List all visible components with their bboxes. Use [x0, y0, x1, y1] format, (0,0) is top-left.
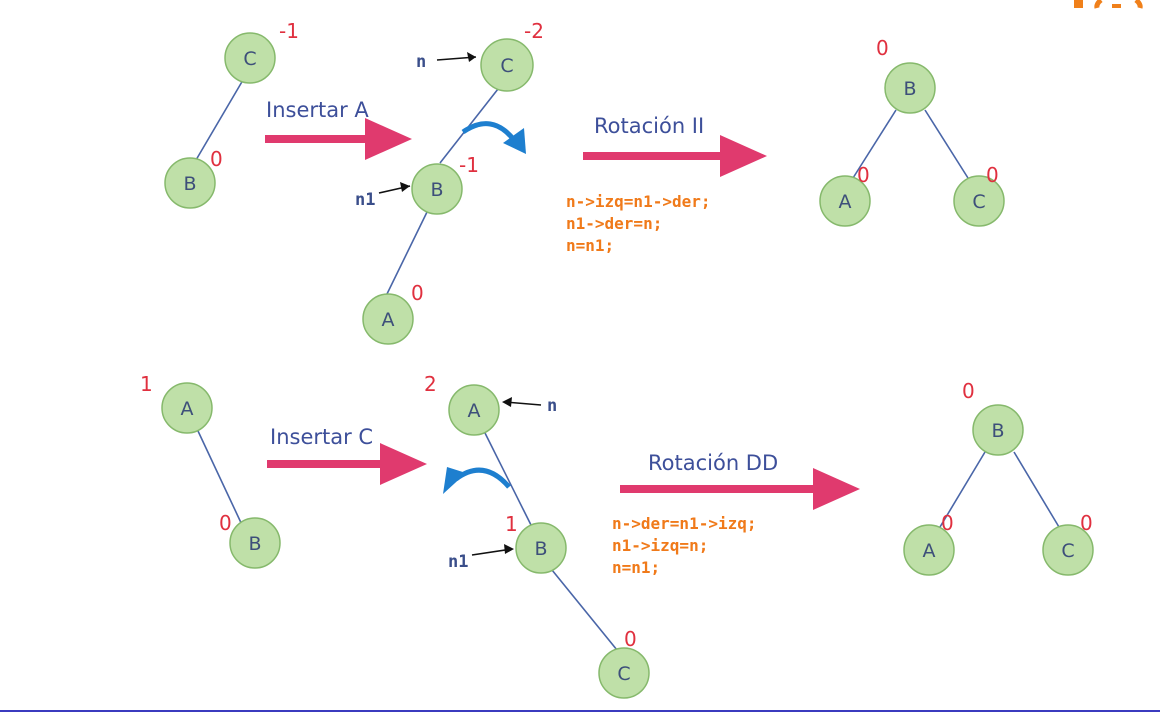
tree-node [362, 293, 414, 345]
tree-node [448, 384, 500, 436]
balance-factor: 0 [624, 627, 637, 651]
edge [551, 569, 618, 651]
rotation-arrow-icon [583, 135, 767, 177]
insert-label: Insertar A [266, 98, 369, 122]
node-label: A [923, 540, 936, 562]
code-line: n->der=n1->izq; [612, 514, 757, 533]
tree-node [164, 157, 216, 209]
pointer-arrowhead [504, 544, 514, 554]
code-line: n->izq=n1->der; [566, 192, 711, 211]
node-label: B [991, 420, 1004, 442]
tree-node [598, 647, 650, 699]
tree-node [884, 62, 936, 114]
balance-factor: 0 [411, 281, 424, 305]
balance-factor: 0 [219, 511, 232, 535]
rotate-right-icon [461, 121, 526, 154]
rotation-arrow-icon [620, 468, 860, 510]
node-label: C [243, 48, 256, 70]
bottom-result-tree: B 0 A 0 C 0 [903, 379, 1094, 576]
node-label: B [903, 78, 916, 100]
balance-factor: 0 [210, 147, 223, 171]
node-label: A [839, 191, 852, 213]
edge [385, 209, 429, 297]
top-initial-tree: C -1 B 0 [164, 19, 299, 209]
balance-factor: 1 [140, 372, 153, 396]
rotation-label: Rotación DD [648, 451, 778, 475]
node-label: B [534, 538, 547, 560]
top-unbalanced-tree: C -2 n B -1 n1 A 0 [355, 19, 544, 345]
edge [1013, 451, 1060, 528]
tree-node [1042, 524, 1094, 576]
balance-factor: 0 [857, 163, 870, 187]
edge [852, 109, 897, 179]
insert-arrow-icon [267, 443, 427, 485]
top-insert-arrow: Insertar A [265, 98, 412, 160]
tree-node [903, 524, 955, 576]
bottom-unbalanced-tree: A 2 n B 1 n1 C 0 [424, 372, 650, 699]
balance-factor: -1 [279, 19, 299, 43]
code-line: n1->der=n; [566, 214, 662, 233]
top-code-block: n->izq=n1->der; n1->der=n; n=n1; [566, 192, 711, 255]
edge [924, 109, 969, 179]
bottom-initial-tree: A 1 B 0 [140, 372, 281, 569]
pointer-label: n1 [355, 190, 375, 210]
edge [484, 432, 532, 526]
code-line: n=n1; [612, 558, 660, 577]
rotation-label: Rotación II [594, 114, 704, 138]
rotate-left-icon [443, 467, 511, 494]
bottom-insert-arrow: Insertar C [267, 425, 427, 485]
node-label: B [183, 173, 196, 195]
node-label: A [382, 309, 395, 331]
top-rotation-arrow: Rotación II [583, 114, 767, 177]
tree-node [819, 175, 871, 227]
tree-node [229, 517, 281, 569]
bottom-rotation-arrow: Rotación DD [620, 451, 860, 510]
edge [939, 451, 986, 528]
node-label: A [468, 400, 481, 422]
pointer-label: n [547, 396, 557, 416]
pointer-arrowhead [502, 397, 512, 407]
pointer-label: n1 [448, 552, 468, 572]
code-line: n1->izq=n; [612, 536, 708, 555]
node-label: B [248, 533, 261, 555]
node-label: C [617, 663, 630, 685]
pointer-label: n [416, 52, 426, 72]
balance-factor: 2 [424, 372, 437, 396]
pointer-arrowhead [467, 52, 476, 62]
node-label: C [500, 55, 513, 77]
balance-factor: 0 [1080, 511, 1093, 535]
edge [197, 430, 244, 528]
top-result-tree: B 0 A 0 C 0 [819, 36, 1005, 227]
node-label: A [181, 398, 194, 420]
tree-node [224, 32, 276, 84]
code-line: n=n1; [566, 236, 614, 255]
tree-node [161, 382, 213, 434]
insert-label: Insertar C [270, 425, 373, 449]
node-label: C [1061, 540, 1074, 562]
tree-node [480, 38, 534, 92]
balance-factor: 0 [962, 379, 975, 403]
insert-arrow-icon [265, 118, 412, 160]
balance-factor: -1 [459, 153, 479, 177]
tree-node [411, 163, 463, 215]
bottom-code-block: n->der=n1->izq; n1->izq=n; n=n1; [612, 514, 757, 577]
node-label: C [972, 191, 985, 213]
edge [195, 79, 244, 161]
tree-node [972, 404, 1024, 456]
balance-factor: 1 [505, 512, 518, 536]
title-fragment [1074, 0, 1143, 9]
tree-node [953, 175, 1005, 227]
node-label: B [430, 179, 443, 201]
balance-factor: 0 [941, 511, 954, 535]
balance-factor: 0 [986, 163, 999, 187]
tree-node [515, 522, 567, 574]
pointer-arrowhead [400, 182, 410, 192]
balance-factor: 0 [876, 36, 889, 60]
balance-factor: -2 [524, 19, 544, 43]
